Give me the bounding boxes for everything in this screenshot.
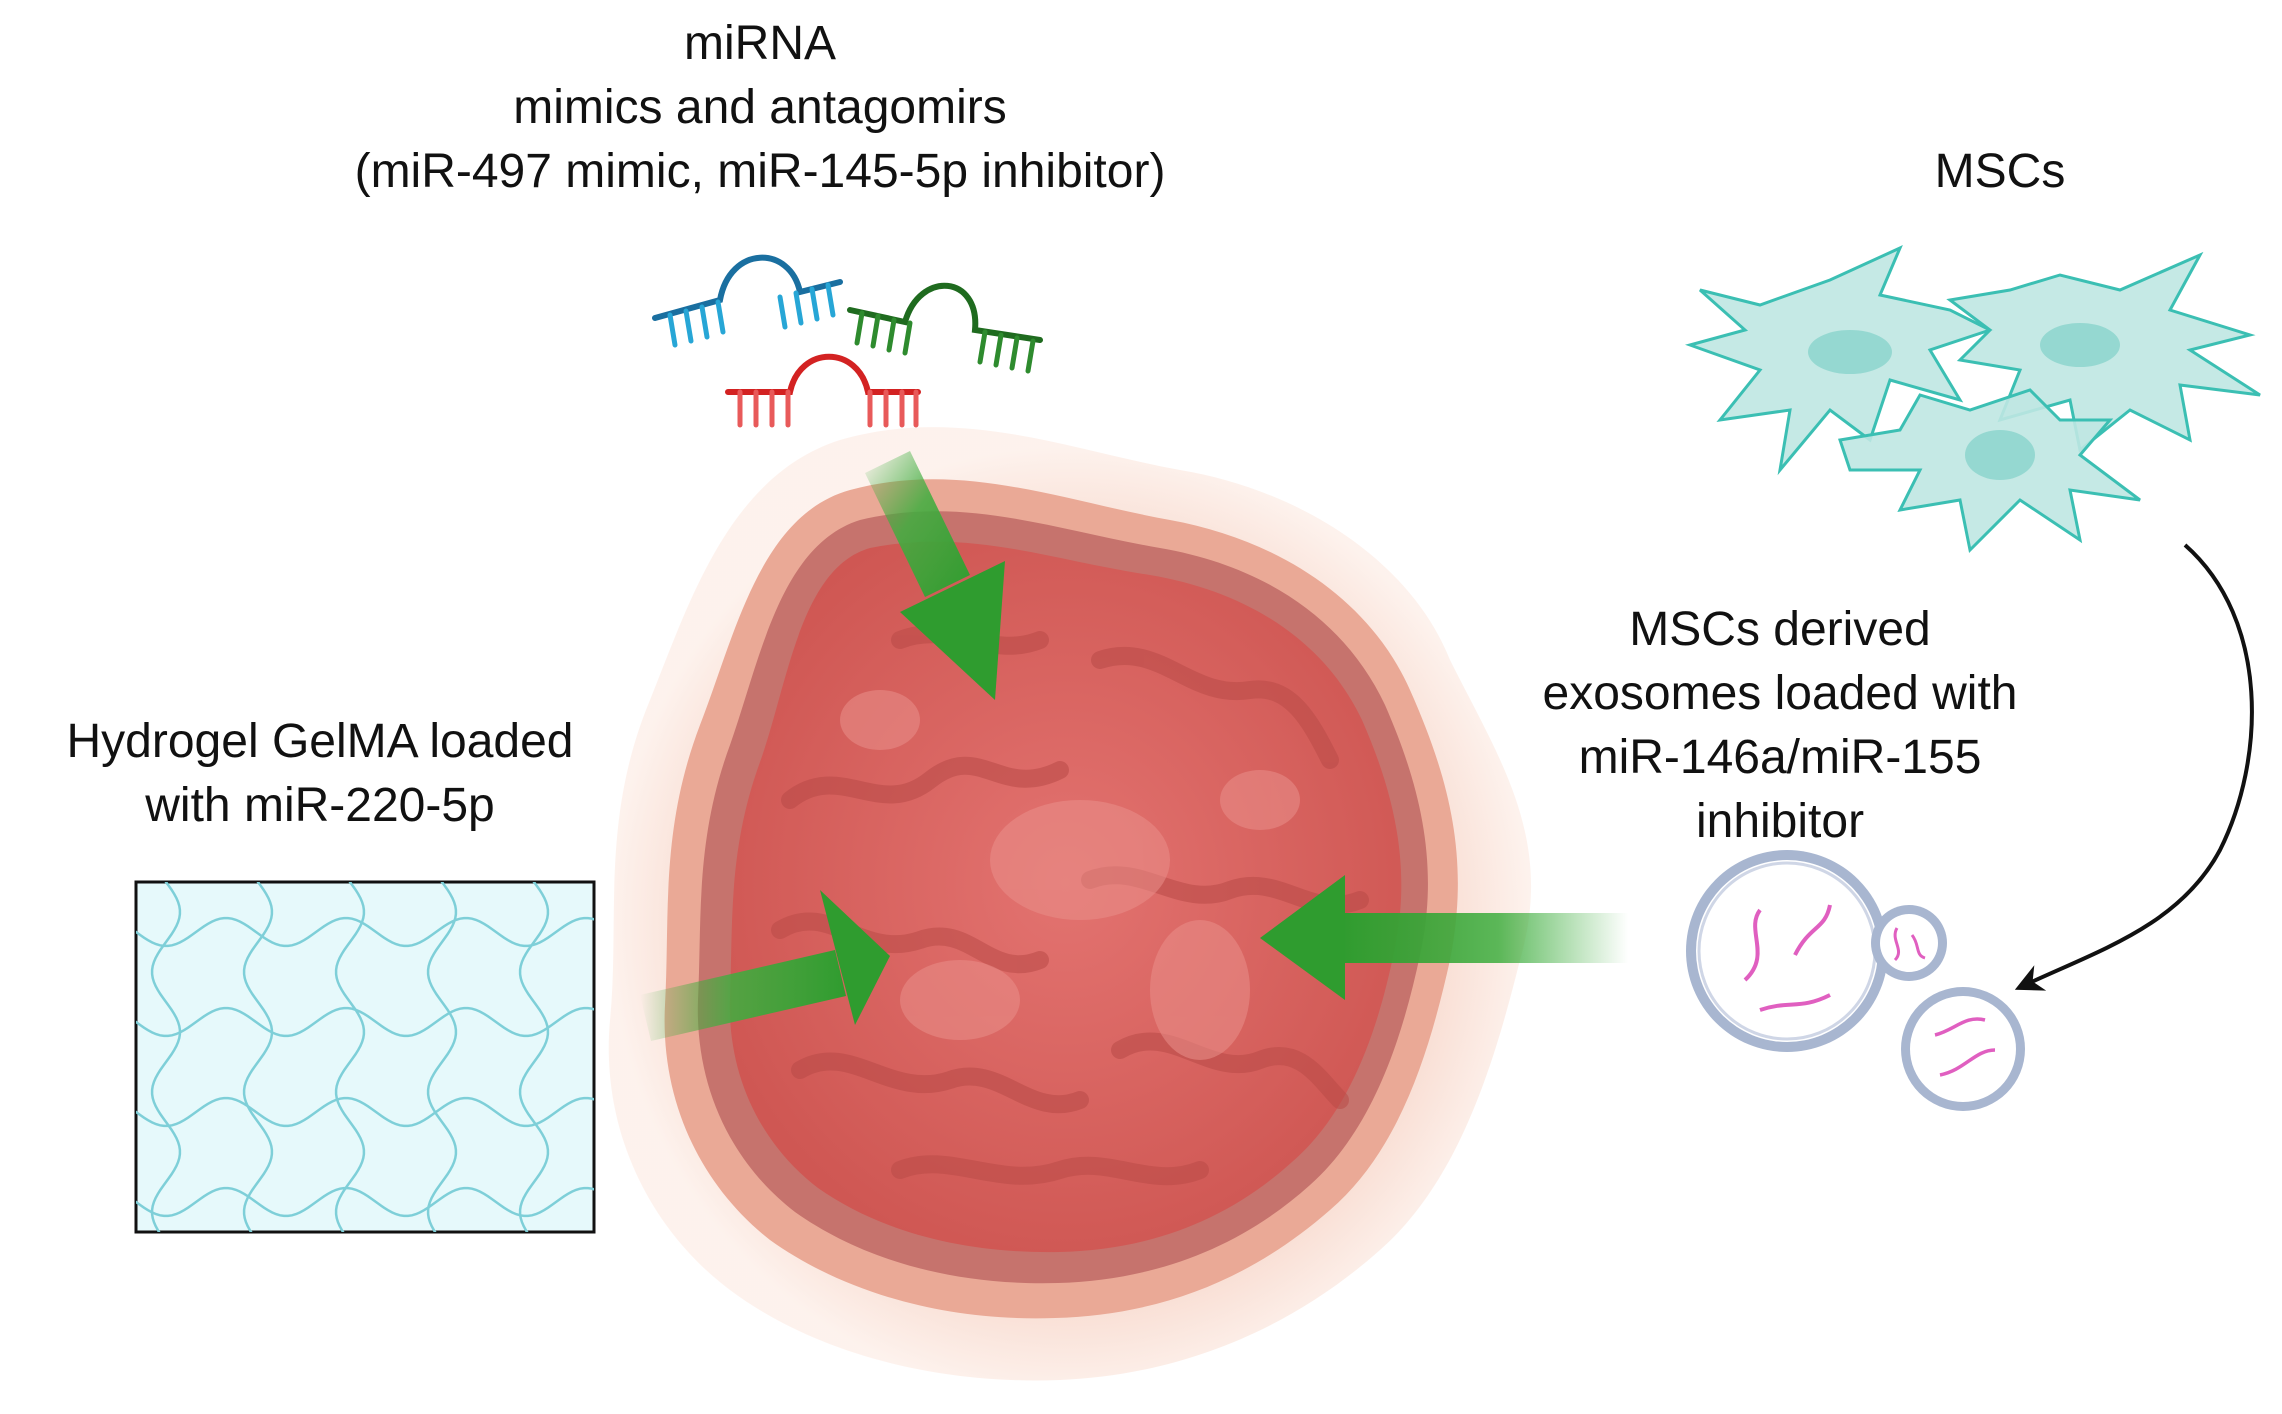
mirna-label: miRNA mimics and antagomirs (miR-497 mim…	[230, 12, 1290, 204]
wound-highlights	[840, 690, 1300, 1060]
exosomes-label-line: inhibitor	[1695, 795, 1865, 848]
hydrogel-mesh-line	[136, 1006, 594, 1038]
mirna-label-line: miRNA	[684, 17, 836, 70]
hydrogel-label-line: with miR-220-5p	[145, 779, 495, 832]
hydrogel-label: Hydrogel GelMA loaded with miR-220-5p	[0, 710, 640, 838]
mscs-label: MSCs	[1880, 140, 2120, 204]
hydrogel-mesh-line	[518, 882, 550, 1232]
mirna-label-line: mimics and antagomirs	[513, 81, 1007, 134]
hydrogel-mesh-line	[136, 916, 594, 948]
arrow-exosomes-to-wound	[1260, 875, 1628, 1000]
hydrogel-mesh-line	[136, 1096, 594, 1128]
exosomes-label: MSCs derived exosomes loaded with miR-14…	[1450, 598, 2110, 854]
arrow-mirna-to-wound	[865, 451, 1005, 700]
mirna-strand-green-icon	[847, 282, 1043, 374]
wound-illustration	[608, 427, 1532, 1381]
exosomes-label-line: miR-146a/miR-155	[1578, 731, 1982, 784]
exosomes-label-line: exosomes loaded with	[1542, 667, 2018, 720]
hydrogel-mesh-line	[150, 882, 182, 1232]
hydrogel-mesh-line	[242, 882, 274, 1232]
msc-nucleus	[2040, 323, 2120, 367]
arrow-mscs-to-exosomes	[2014, 543, 2254, 991]
exosome-medium	[1901, 987, 2025, 1111]
mirna-strand-blue-icon	[652, 254, 843, 348]
mscs-label-line: MSCs	[1934, 145, 2066, 198]
hydrogel-mesh-line	[426, 882, 458, 1232]
exosome-small	[1871, 905, 1947, 981]
msc-nucleus	[1808, 330, 1892, 374]
msc-cells-icon	[1685, 245, 2261, 554]
exosomes-icon	[1686, 850, 2025, 1111]
hydrogel-gelma-block	[134, 880, 596, 1234]
exosome-large	[1686, 850, 1888, 1052]
msc-nucleus	[1965, 430, 2035, 480]
hydrogel-mesh-line	[334, 882, 366, 1232]
mirna-strand-red-icon	[725, 353, 921, 428]
mirna-label-line: (miR-497 mimic, miR-145-5p inhibitor)	[354, 145, 1166, 198]
exosomes-label-line: MSCs derived	[1629, 603, 1931, 656]
hydrogel-label-line: Hydrogel GelMA loaded	[66, 715, 574, 768]
arrow-hydrogel-to-wound	[640, 890, 890, 1041]
hydrogel-mesh-line	[136, 1186, 594, 1218]
